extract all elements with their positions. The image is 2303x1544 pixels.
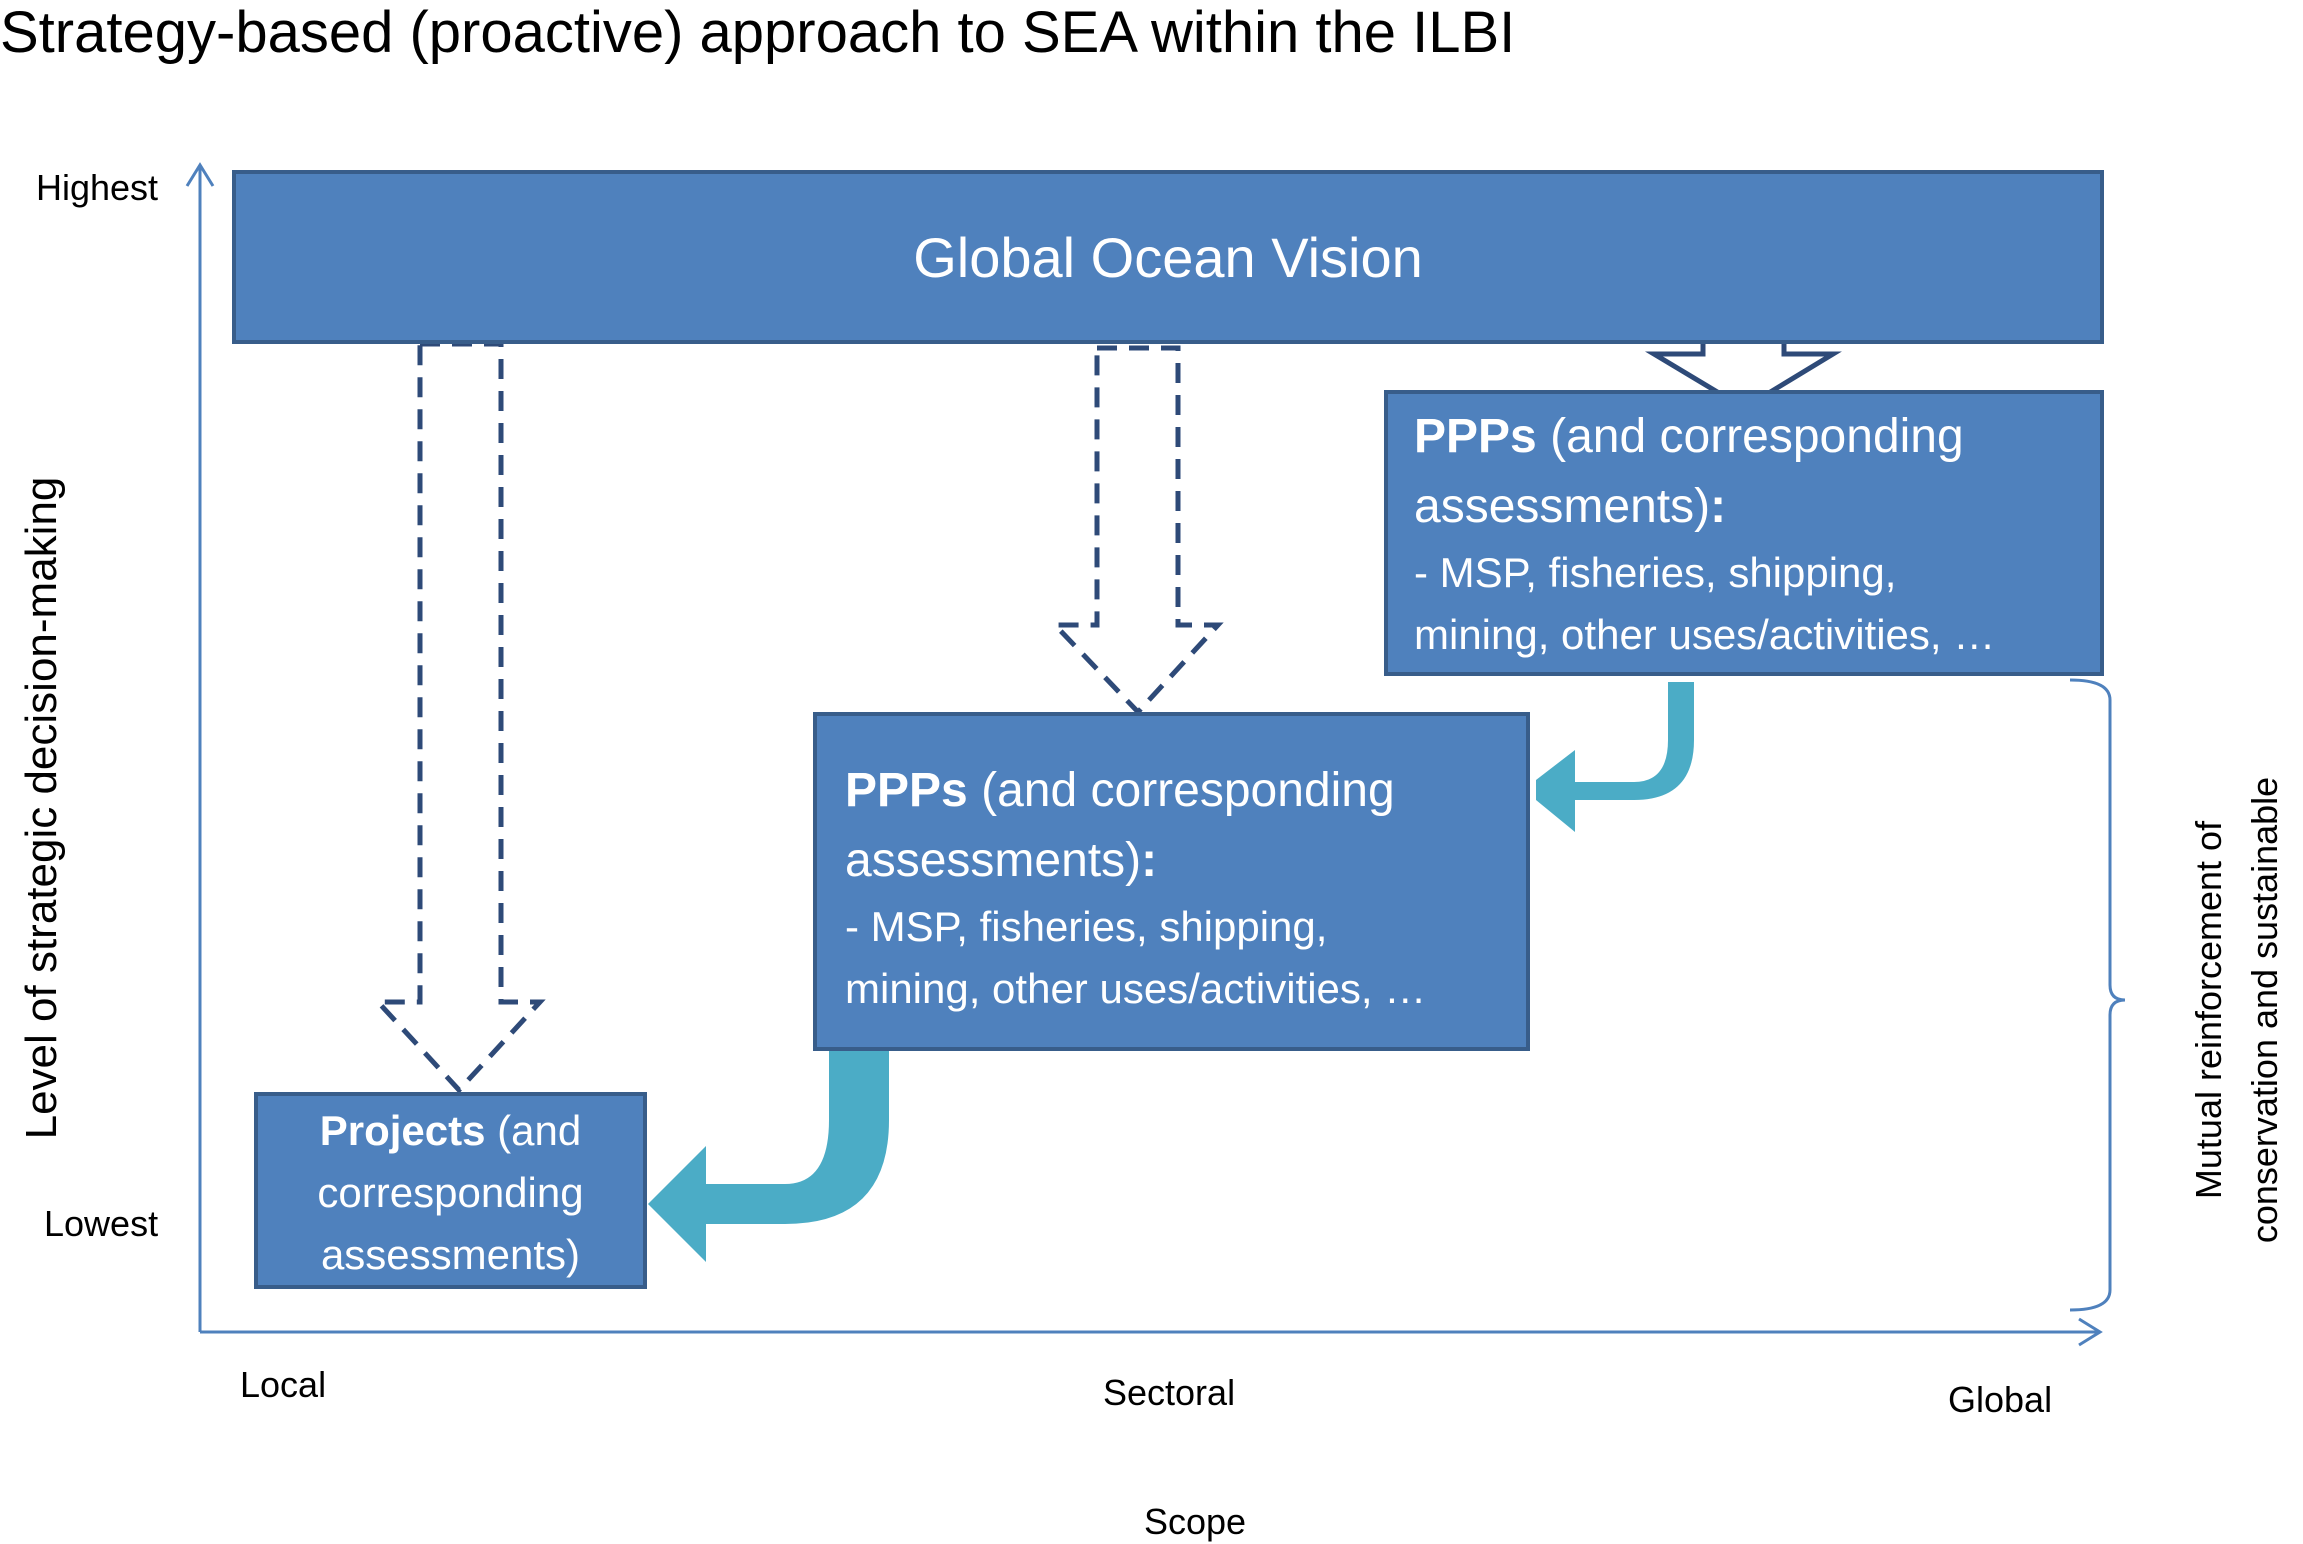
- global-ppps-box: PPPs (and corresponding assessments): - …: [1384, 390, 2104, 676]
- y-axis-highest-label: Highest: [36, 167, 159, 208]
- sectoral-ppps-heading-rest: (and corresponding: [967, 764, 1395, 817]
- diagram-title: Strategy-based (proactive) approach to S…: [0, 0, 1516, 65]
- x-axis-sectoral-label: Sectoral: [1103, 1372, 1236, 1413]
- projects-heading-rest: (and: [485, 1107, 582, 1154]
- y-axis-lowest-label: Lowest: [44, 1203, 159, 1244]
- projects-box: Projects (and corresponding assessments): [254, 1092, 647, 1289]
- sectoral-ppps-box: PPPs (and corresponding assessments): - …: [813, 712, 1530, 1051]
- global-ppps-line-1: PPPs (and corresponding: [1414, 402, 2100, 472]
- y-axis-arrowhead: [185, 162, 215, 187]
- sectoral-ppps-line-3: - MSP, fisheries, shipping,: [845, 903, 1328, 950]
- projects-line-2: corresponding: [317, 1169, 584, 1216]
- global-ppps-heading: PPPs: [1414, 410, 1537, 463]
- mutual-reinforcement-label: Mutual reinforcement of conservation and…: [2181, 777, 2303, 1243]
- mutual-reinforcement-line-1: Mutual reinforcement of: [2188, 820, 2229, 1200]
- dashed-arrow-to-sectoral-ppps: [1049, 345, 1224, 716]
- projects-line-1: Projects (and: [258, 1100, 643, 1162]
- dashed-arrow-to-projects: [372, 341, 546, 1094]
- projects-heading: Projects: [319, 1107, 486, 1154]
- right-brace: [2069, 678, 2126, 1312]
- global-ppps-line-4: mining, other uses/activities, …: [1414, 611, 1996, 658]
- global-ocean-vision-text: Global Ocean Vision: [913, 225, 1423, 289]
- global-ppps-line-2: assessments):: [1414, 472, 2100, 542]
- global-ppps-line-3: - MSP, fisheries, shipping,: [1414, 549, 1897, 596]
- axes: [185, 162, 2126, 1347]
- sectoral-ppps-heading: PPPs: [845, 764, 968, 817]
- sectoral-ppps-line-1: PPPs (and corresponding: [845, 756, 1526, 826]
- curved-arrow-sectoral-to-projects: [648, 1026, 889, 1262]
- x-axis-local-label: Local: [240, 1364, 327, 1405]
- x-axis-arrowhead: [2078, 1317, 2103, 1347]
- global-ppps-colon: :: [1710, 480, 1727, 533]
- y-axis-title: Level of strategic decision-making: [17, 476, 66, 1140]
- mutual-reinforcement-line-2: conservation and sustainable: [2244, 776, 2285, 1244]
- sectoral-ppps-line-4: mining, other uses/activities, …: [845, 965, 1427, 1012]
- x-axis-title: Scope: [1144, 1501, 1247, 1542]
- global-ppps-heading-rest: (and corresponding: [1536, 410, 1964, 463]
- x-axis-global-label: Global: [1948, 1379, 2053, 1420]
- sectoral-ppps-line-2: assessments):: [845, 826, 1526, 896]
- global-ocean-vision-box: Global Ocean Vision: [232, 170, 2104, 344]
- projects-line-3: assessments): [320, 1231, 581, 1278]
- curved-arrow-global-to-sectoral: [1536, 682, 1694, 832]
- sectoral-ppps-colon: :: [1141, 834, 1158, 887]
- global-ppps-assessments: assessments): [1414, 480, 1711, 533]
- mutual-reinforcement-line-3: use of the ocean: [2300, 876, 2303, 1144]
- sectoral-ppps-assessments: assessments): [845, 834, 1142, 887]
